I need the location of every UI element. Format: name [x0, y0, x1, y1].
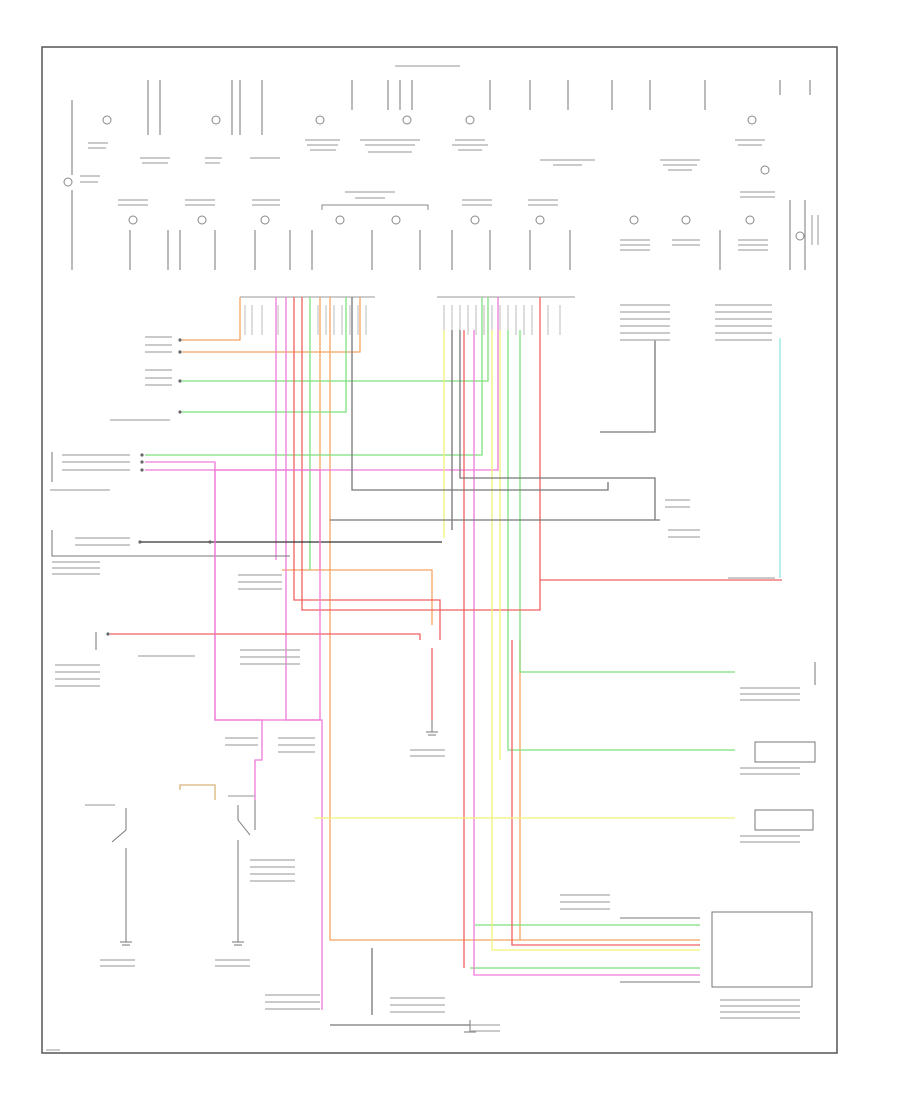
wire-green: [182, 297, 489, 382]
wire-pink: [254, 720, 263, 800]
right-connector-box: [754, 809, 814, 831]
bulb-symbol: [760, 165, 770, 175]
bulb-symbol: [402, 115, 412, 125]
bulb-symbol: [795, 231, 805, 241]
bulb-symbol: [335, 215, 345, 225]
bracket-group: [321, 204, 429, 210]
wire-terminal-dots: [106, 338, 212, 636]
wire-orange: [182, 297, 361, 353]
bulb-symbol: [260, 215, 270, 225]
bulb-symbol: [128, 215, 138, 225]
bulb-symbol: [63, 177, 73, 187]
wire-orange: [329, 297, 521, 941]
ground-symbol-group: [120, 720, 476, 1033]
bulb-symbol: [470, 215, 480, 225]
wire-pink: [145, 461, 262, 721]
top-component-row: [71, 80, 811, 270]
wire-pink: [285, 297, 323, 1010]
bulb-symbol: [391, 215, 401, 225]
switch-symbol: [237, 805, 251, 930]
wire-red: [511, 640, 700, 946]
bulb-symbol: [465, 115, 475, 125]
wire-red: [301, 297, 541, 611]
diagram-border: [41, 46, 838, 1054]
wire-green: [145, 297, 483, 456]
wire-yellow: [491, 330, 700, 951]
central-module: [214, 469, 321, 721]
switch-symbol-group: [111, 800, 256, 930]
bulb-symbol: [211, 115, 221, 125]
wire-green: [182, 297, 347, 413]
wire-green: [519, 330, 735, 673]
label-marks-lower: [46, 304, 800, 1051]
bulb-symbol: [745, 215, 755, 225]
connector-block: [711, 911, 813, 988]
wire-gray: [600, 340, 656, 433]
wire-green: [507, 330, 735, 751]
wire-tan: [179, 784, 216, 800]
bulb-symbol: [629, 215, 639, 225]
bulb-symbol-group: [63, 115, 805, 241]
bulb-symbol: [102, 115, 112, 125]
wire-pink: [145, 297, 499, 471]
label-marks-top: [80, 65, 819, 251]
wire-red: [293, 297, 441, 640]
bulb-symbol: [681, 215, 691, 225]
right-components: [620, 662, 816, 988]
bulb-symbol: [315, 115, 325, 125]
ground-symbol: [426, 720, 438, 736]
wire-orange: [282, 569, 433, 625]
ground-symbol: [464, 1020, 476, 1033]
wire-pink: [473, 330, 700, 976]
bulb-symbol: [535, 215, 545, 225]
ground-symbol: [120, 930, 132, 946]
wire-orange: [182, 297, 241, 341]
connector-block-left: [240, 296, 375, 335]
wire-red: [110, 633, 421, 640]
right-connector-box: [754, 741, 816, 763]
bulb-symbol: [197, 215, 207, 225]
ground-symbol: [232, 930, 244, 946]
switch-symbol: [111, 808, 127, 930]
connector-block-right: [437, 296, 575, 335]
wire-gray: [459, 330, 660, 521]
wire-harness: [110, 297, 782, 1026]
bulb-symbol: [747, 115, 757, 125]
left-components: [51, 452, 290, 650]
wire-gray: [351, 297, 609, 491]
